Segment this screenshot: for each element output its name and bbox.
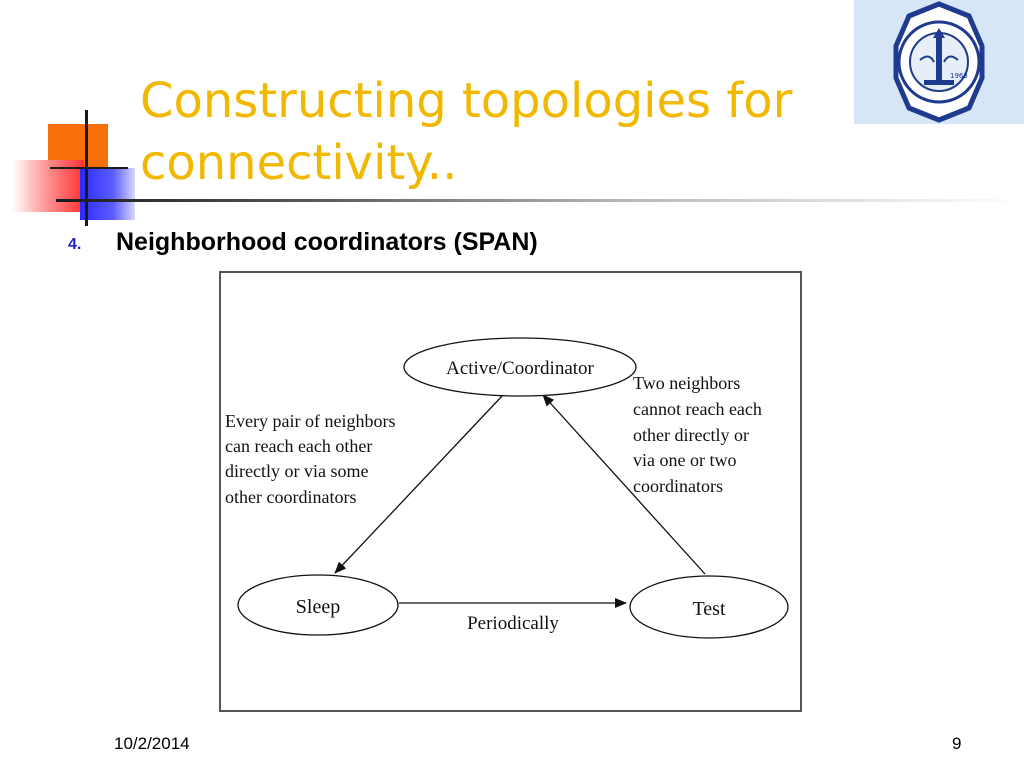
right-label-line-3: other directly or (633, 425, 749, 445)
decor-horizontal-line (50, 167, 128, 169)
node-sleep: Sleep (237, 574, 399, 636)
edge-label-periodically: Periodically (467, 613, 559, 634)
right-label-line-5: coordinators (633, 476, 723, 496)
edge-label-left: Every pair of neighbors can reach each o… (225, 411, 395, 507)
footer-page-number: 9 (952, 734, 962, 753)
slide-title: Constructing topologies for connectivity… (140, 70, 840, 194)
node-test-label: Test (692, 598, 725, 620)
title-line-2: connectivity.. (140, 135, 458, 191)
left-label-line-2: can reach each other (225, 436, 372, 456)
left-label-line-1: Every pair of neighbors (225, 411, 395, 431)
bullet-number: 4. (68, 236, 82, 253)
university-seal-icon: 1963 (893, 1, 985, 123)
left-label-line-3: directly or via some (225, 461, 368, 481)
state-diagram-svg: Active/Coordinator Sleep Test Periodical… (225, 337, 789, 639)
logo-panel: 1963 (854, 0, 1024, 124)
node-active-coordinator: Active/Coordinator (403, 337, 637, 397)
right-label-line-4: via one or two (633, 450, 736, 470)
left-label-line-4: other coordinators (225, 487, 356, 507)
span-state-diagram: Active/Coordinator Sleep Test Periodical… (219, 271, 802, 712)
node-sleep-label: Sleep (296, 596, 340, 618)
footer-date: 10/2/2014 (114, 734, 190, 753)
svg-text:1963: 1963 (950, 72, 968, 80)
edge-active-to-sleep (334, 394, 504, 574)
right-label-line-2: cannot reach each (633, 399, 762, 419)
title-underline (56, 199, 1024, 202)
edge-test-to-active (542, 394, 706, 575)
decor-blue-square (80, 168, 135, 220)
right-label-line-1: Two neighbors (633, 373, 740, 393)
title-line-1: Constructing topologies for (140, 73, 793, 129)
node-test: Test (629, 575, 789, 639)
edge-label-right: Two neighbors cannot reach each other di… (633, 373, 762, 496)
bullet-text: Neighborhood coordinators (SPAN) (116, 228, 538, 256)
node-active-label: Active/Coordinator (446, 358, 594, 379)
